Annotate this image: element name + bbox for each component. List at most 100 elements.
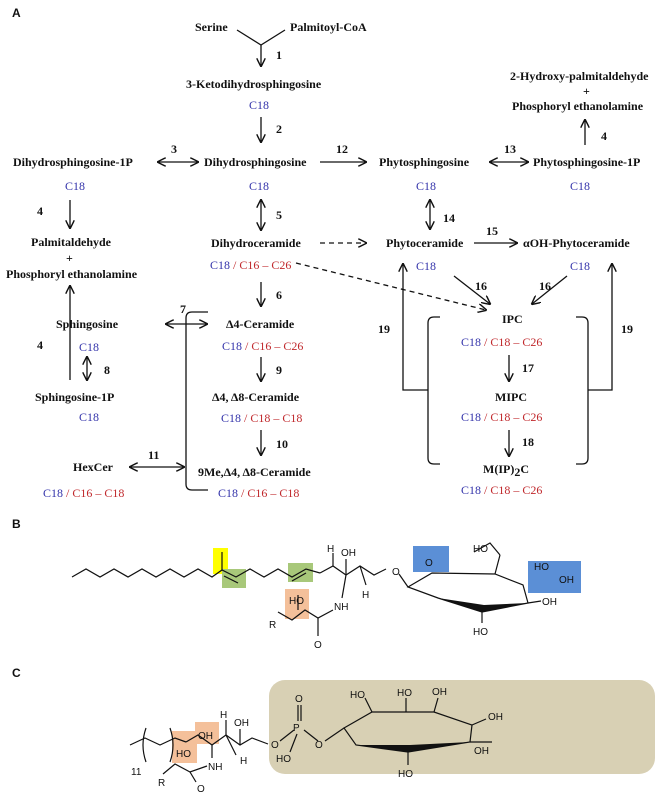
aoh-phytoceramide-label: αOH-Phytoceramide	[523, 236, 630, 250]
step-3: 3	[171, 142, 177, 156]
me-ceramide-label: 9Me,Δ4, Δ8-Ceramide	[198, 465, 311, 479]
step-15: 15	[486, 224, 498, 238]
c-inositol-wedge	[356, 742, 470, 752]
phytosphingosine-1p-label: Phytosphingosine-1P	[533, 155, 640, 169]
panel-c-label: C	[12, 666, 21, 680]
c-o-p-bond	[279, 729, 295, 742]
dihydroceramide-chain: C18 / C16 – C26	[210, 258, 291, 272]
palmitoyl-coa-label: Palmitoyl-CoA	[290, 20, 367, 34]
merge-lines	[236, 29, 286, 46]
b-head-chain	[319, 565, 387, 576]
c-link-o: O	[271, 740, 279, 751]
step-17: 17	[522, 361, 534, 375]
b-ho-ch2: HO	[473, 544, 488, 555]
c-oh-3-bond	[433, 697, 439, 713]
dashed-arrow-ipc	[295, 262, 486, 310]
plus-sign-left: +	[66, 251, 73, 265]
mip2c-label: M(IP)2C	[483, 462, 529, 479]
phytoceramide-label: Phytoceramide	[386, 236, 464, 250]
b-double-bond-4	[291, 572, 307, 582]
highlight-orange-hydroxy-b	[285, 589, 309, 619]
highlight-blue-ring-hydroxyl	[528, 561, 581, 593]
c-phosphorus: P	[293, 723, 300, 734]
sphingosine-label: Sphingosine	[56, 317, 119, 331]
c-ho-5: HO	[398, 769, 413, 780]
palmitaldehyde-label: Palmitaldehyde	[31, 235, 112, 249]
b-nh: NH	[334, 602, 348, 613]
step-7: 7	[180, 302, 186, 316]
step-4-left-top: 4	[37, 204, 43, 218]
c-p-ho: HO	[276, 754, 291, 765]
c-p-oh-bond	[289, 733, 298, 753]
step-8: 8	[104, 363, 110, 377]
c-p-o-ring-bond	[303, 729, 319, 742]
c-ho-1-bond	[364, 697, 373, 713]
c-repeat-bracket-right	[169, 727, 174, 763]
c-ho-2: HO	[397, 688, 412, 699]
c-alkyl-chain	[129, 737, 187, 746]
b-carbonyl-o: O	[314, 640, 322, 651]
c-carbonyl-o: O	[197, 784, 205, 795]
sphingosine-1p-chain: C18	[79, 410, 99, 424]
b-glycoside-bond	[398, 573, 409, 588]
c-inositol-phosphate-box	[269, 680, 655, 774]
ipc-label: IPC	[502, 312, 523, 326]
hydroxy-palmitaldehyde-label: 2-Hydroxy-palmitaldehyde	[510, 69, 649, 83]
c-oh-3: OH	[432, 687, 447, 698]
b-r: R	[269, 620, 276, 631]
arrow-19-right	[588, 264, 612, 391]
b-link-o: O	[392, 567, 400, 578]
c-nh: NH	[208, 762, 222, 773]
highlight-blue-ring-oxygen	[413, 546, 449, 572]
phytosphingosine-chain: C18	[416, 179, 436, 193]
step-10: 10	[276, 437, 288, 451]
step-16-left: 16	[475, 279, 487, 293]
step-1: 1	[276, 48, 282, 62]
b-double-bond-8	[223, 575, 239, 584]
c-h-bottom: H	[240, 756, 247, 767]
b-nh-bond	[341, 574, 347, 599]
b-amide-chain	[277, 609, 334, 621]
mip2c-chain: C18 / C18 – C26	[461, 483, 542, 497]
step-4-left-bottom: 4	[37, 338, 43, 352]
step-19-left: 19	[378, 322, 390, 336]
d4d8-ceramide-label: Δ4, Δ8-Ceramide	[212, 390, 300, 404]
c-oh-top: OH	[234, 718, 249, 729]
ketodihydrosphingosine-label: 3-Ketodihydrosphingosine	[186, 77, 322, 91]
arrow-19-left	[403, 264, 428, 391]
ketodihydrosphingosine-chain: C18	[249, 98, 269, 112]
d4-ceramide-chain: C18 / C16 – C26	[222, 339, 303, 353]
panel-a-label: A	[12, 6, 21, 20]
me-ceramide-chain: C18 / C16 – C18	[218, 486, 299, 500]
phosphoryl-ethanolamine-right: Phosphoryl ethanolamine	[512, 99, 644, 113]
c-repeat-count: 11	[131, 767, 142, 778]
aoh-phytoceramide-chain: C18	[570, 259, 590, 273]
c-inositol-ring	[343, 711, 473, 753]
step-5: 5	[276, 208, 282, 222]
step-11: 11	[148, 448, 159, 462]
c-repeat-bracket-left	[142, 727, 147, 763]
b-ch2-bond	[494, 554, 501, 575]
d4-ceramide-label: Δ4-Ceramide	[226, 317, 295, 331]
serine-label: Serine	[195, 20, 228, 34]
dihydrosphingosine-1p-chain: C18	[65, 179, 85, 193]
c-ring-link	[324, 727, 345, 742]
plus-sign-right: +	[583, 84, 590, 98]
panel-b-label: B	[12, 517, 21, 531]
b-ring-oh-hl: HO	[534, 562, 549, 573]
step-9: 9	[276, 363, 282, 377]
step-6: 6	[276, 288, 282, 302]
b-sugar-wedge	[438, 598, 528, 612]
step-2: 2	[276, 122, 282, 136]
b-ho-bottom: HO	[473, 627, 488, 638]
c-oh-4-bond	[471, 718, 487, 726]
ipc-bracket-right	[576, 316, 589, 465]
dihydroceramide-label: Dihydroceramide	[211, 236, 301, 250]
highlight-green-delta8	[222, 569, 246, 588]
c-highlight-hydroxy-left	[172, 731, 197, 763]
b-ring-o: O	[425, 558, 433, 569]
c-oh-6: OH	[474, 746, 489, 757]
b-oh-lower-bond	[527, 600, 542, 604]
c-r: R	[158, 778, 165, 789]
